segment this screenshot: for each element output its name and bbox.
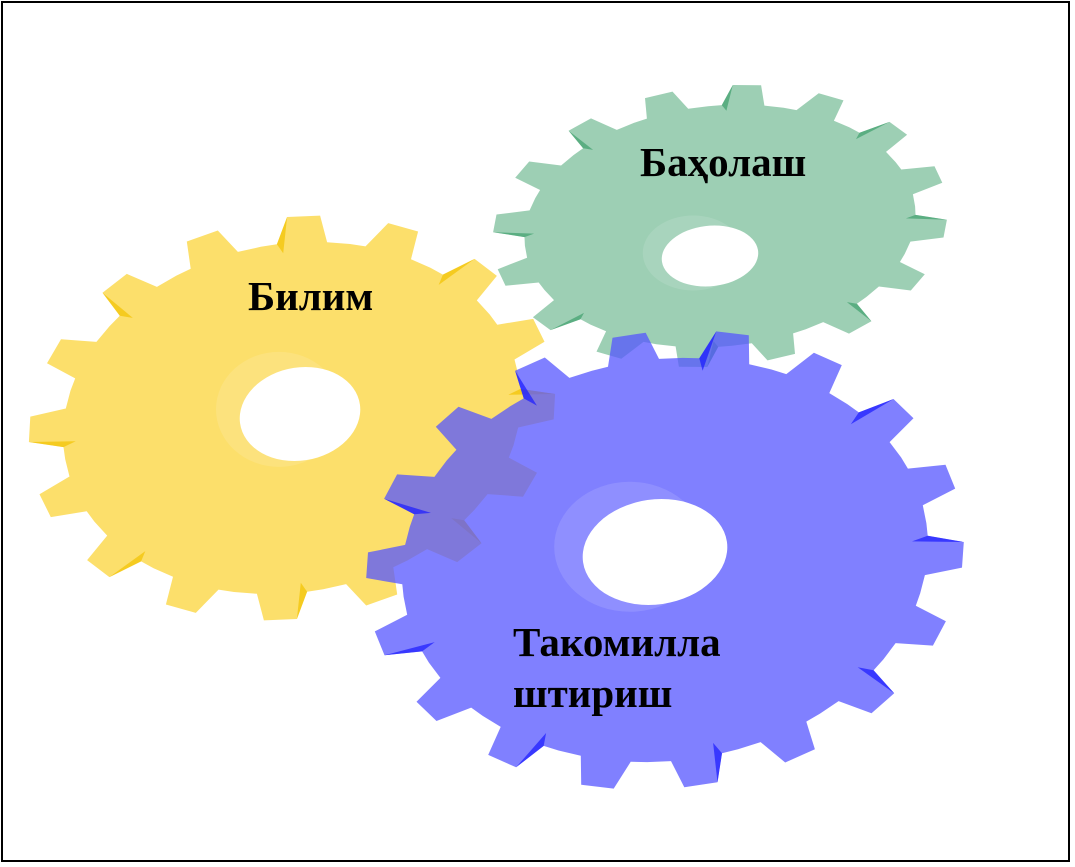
gear-takomillashtirish-label-line-1: Такомилла	[513, 619, 721, 665]
gear-yellow-rim-highlight	[216, 352, 342, 467]
gear-green-rim-highlight	[643, 216, 744, 291]
gear-takomillashtirish-label-line-2: штириш	[513, 670, 672, 716]
gear-takomillashtirish-label-2: штириш	[513, 670, 672, 716]
gear-blue-rim-highlight	[554, 482, 705, 612]
gear-baholash-label: Баҳолаш	[640, 139, 806, 185]
gear-takomillashtirish-label: Такомилла	[513, 619, 721, 665]
gear-bilim-label: Билим	[248, 273, 373, 319]
gear-baholash: Баҳолаш	[493, 85, 947, 367]
